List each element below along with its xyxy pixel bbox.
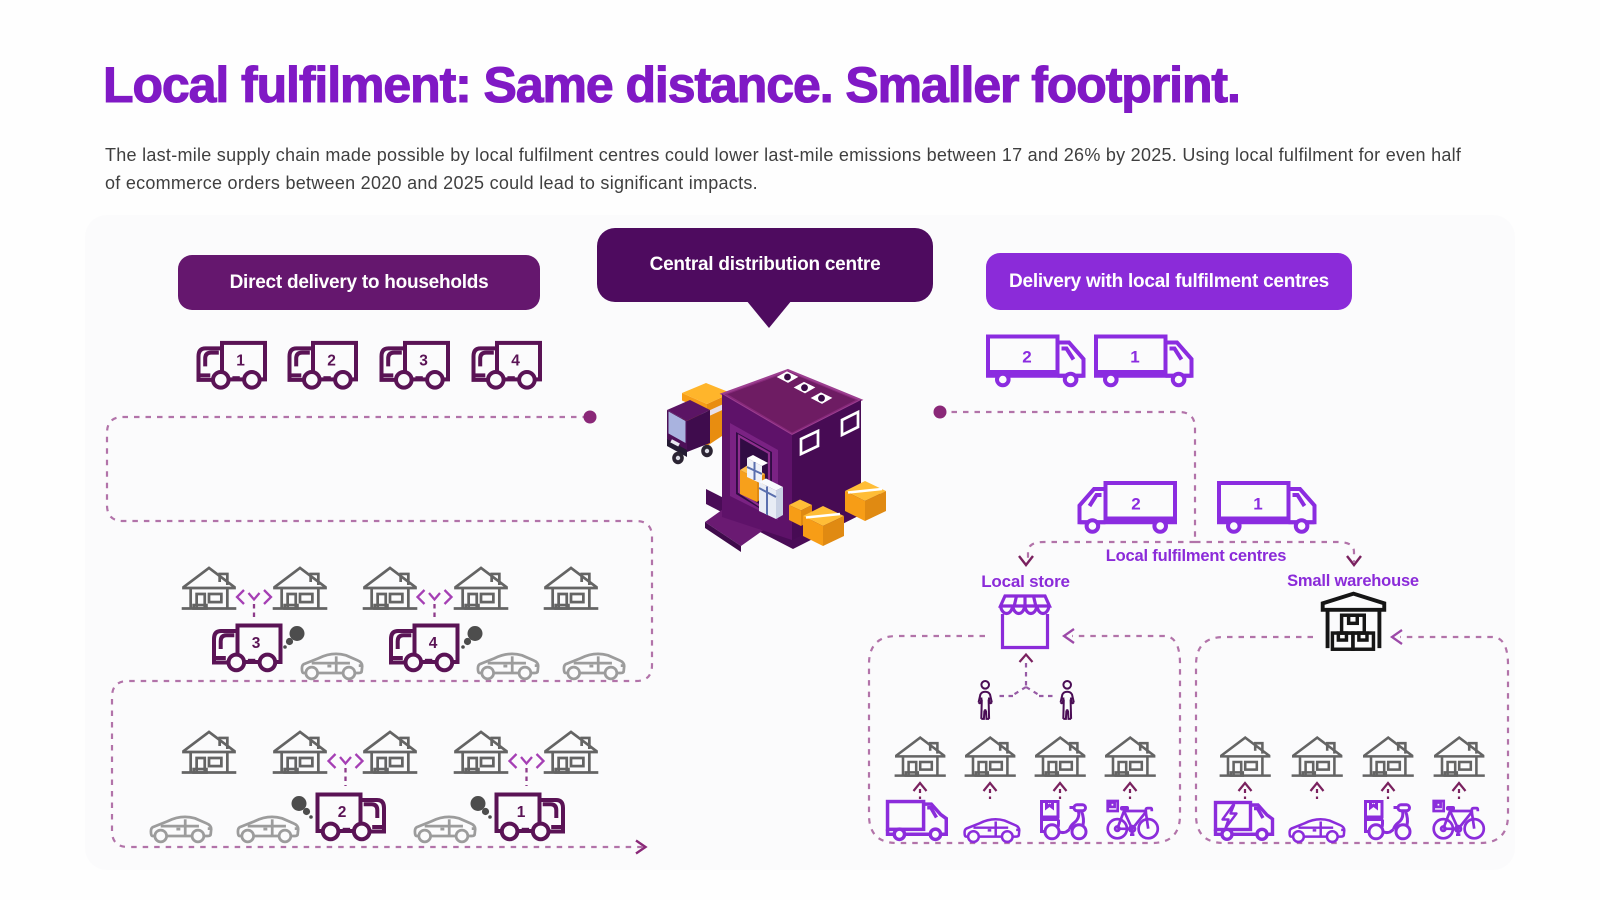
svg-text:2: 2 [1131,495,1140,514]
svg-text:1: 1 [517,804,526,821]
svg-text:4: 4 [511,353,520,370]
svg-text:3: 3 [419,353,428,370]
svg-text:2: 2 [327,353,336,370]
svg-text:2: 2 [338,804,347,821]
svg-text:1: 1 [236,353,245,370]
svg-text:1: 1 [1130,348,1139,367]
svg-text:4: 4 [429,635,438,652]
svg-text:2: 2 [1022,348,1031,367]
svg-text:3: 3 [252,635,261,652]
svg-text:1: 1 [1253,495,1262,514]
